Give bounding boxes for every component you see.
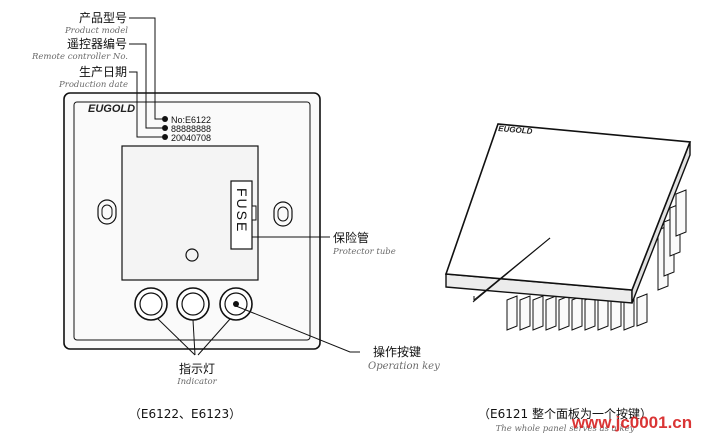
label-production-date-cn: 生产日期 xyxy=(79,65,127,79)
key-middle[interactable] xyxy=(176,287,210,321)
right-mounting-slot xyxy=(273,201,293,227)
side-caption-cn: （E6121 整个面板为一个按键） xyxy=(478,406,652,421)
label-production-date-en: Production date xyxy=(58,80,128,90)
label-remote-no-cn: 遥控器编号 xyxy=(67,36,127,51)
label-remote-no-en: Remote controller No. xyxy=(31,52,128,62)
indicator-hole xyxy=(185,248,199,262)
label-operation-cn: 操作按键 xyxy=(373,344,421,359)
model-value: No:E6122 xyxy=(171,115,211,125)
label-protector-en: Protector tube xyxy=(332,247,396,257)
label-protector-cn: 保险管 xyxy=(333,230,369,245)
indicator-callout-lines xyxy=(157,318,231,356)
fuse-holder xyxy=(230,180,257,250)
remote-no-dot xyxy=(162,125,168,131)
callout-lines-top xyxy=(129,17,162,138)
front-caption: （E6122、E6123） xyxy=(129,407,241,421)
label-indicator-en: Indicator xyxy=(176,377,217,387)
key-left[interactable] xyxy=(134,287,168,321)
model-dot xyxy=(162,116,168,122)
remote-no-value: 88888888 xyxy=(171,124,211,134)
perspective-panel[interactable] xyxy=(444,123,692,304)
side-caption-en: The whole panel serves as a key xyxy=(496,424,635,434)
operation-callout-line xyxy=(235,305,360,353)
date-dot xyxy=(162,134,168,140)
label-product-model-cn: 产品型号 xyxy=(79,11,127,25)
front-logo: EUGOLD xyxy=(88,103,135,115)
perspective-logo: EUGOLD xyxy=(498,124,533,136)
label-product-model-en: Product model xyxy=(64,26,128,36)
watermark: www.jc0001.cn xyxy=(571,413,692,432)
left-mounting-slot xyxy=(97,199,117,225)
label-operation-en: Operation key xyxy=(368,361,440,372)
fuse-label: FUSE xyxy=(234,188,250,233)
label-indicator-cn: 指示灯 xyxy=(179,361,215,376)
date-value: 20040708 xyxy=(171,133,211,143)
key-right[interactable] xyxy=(219,287,253,321)
